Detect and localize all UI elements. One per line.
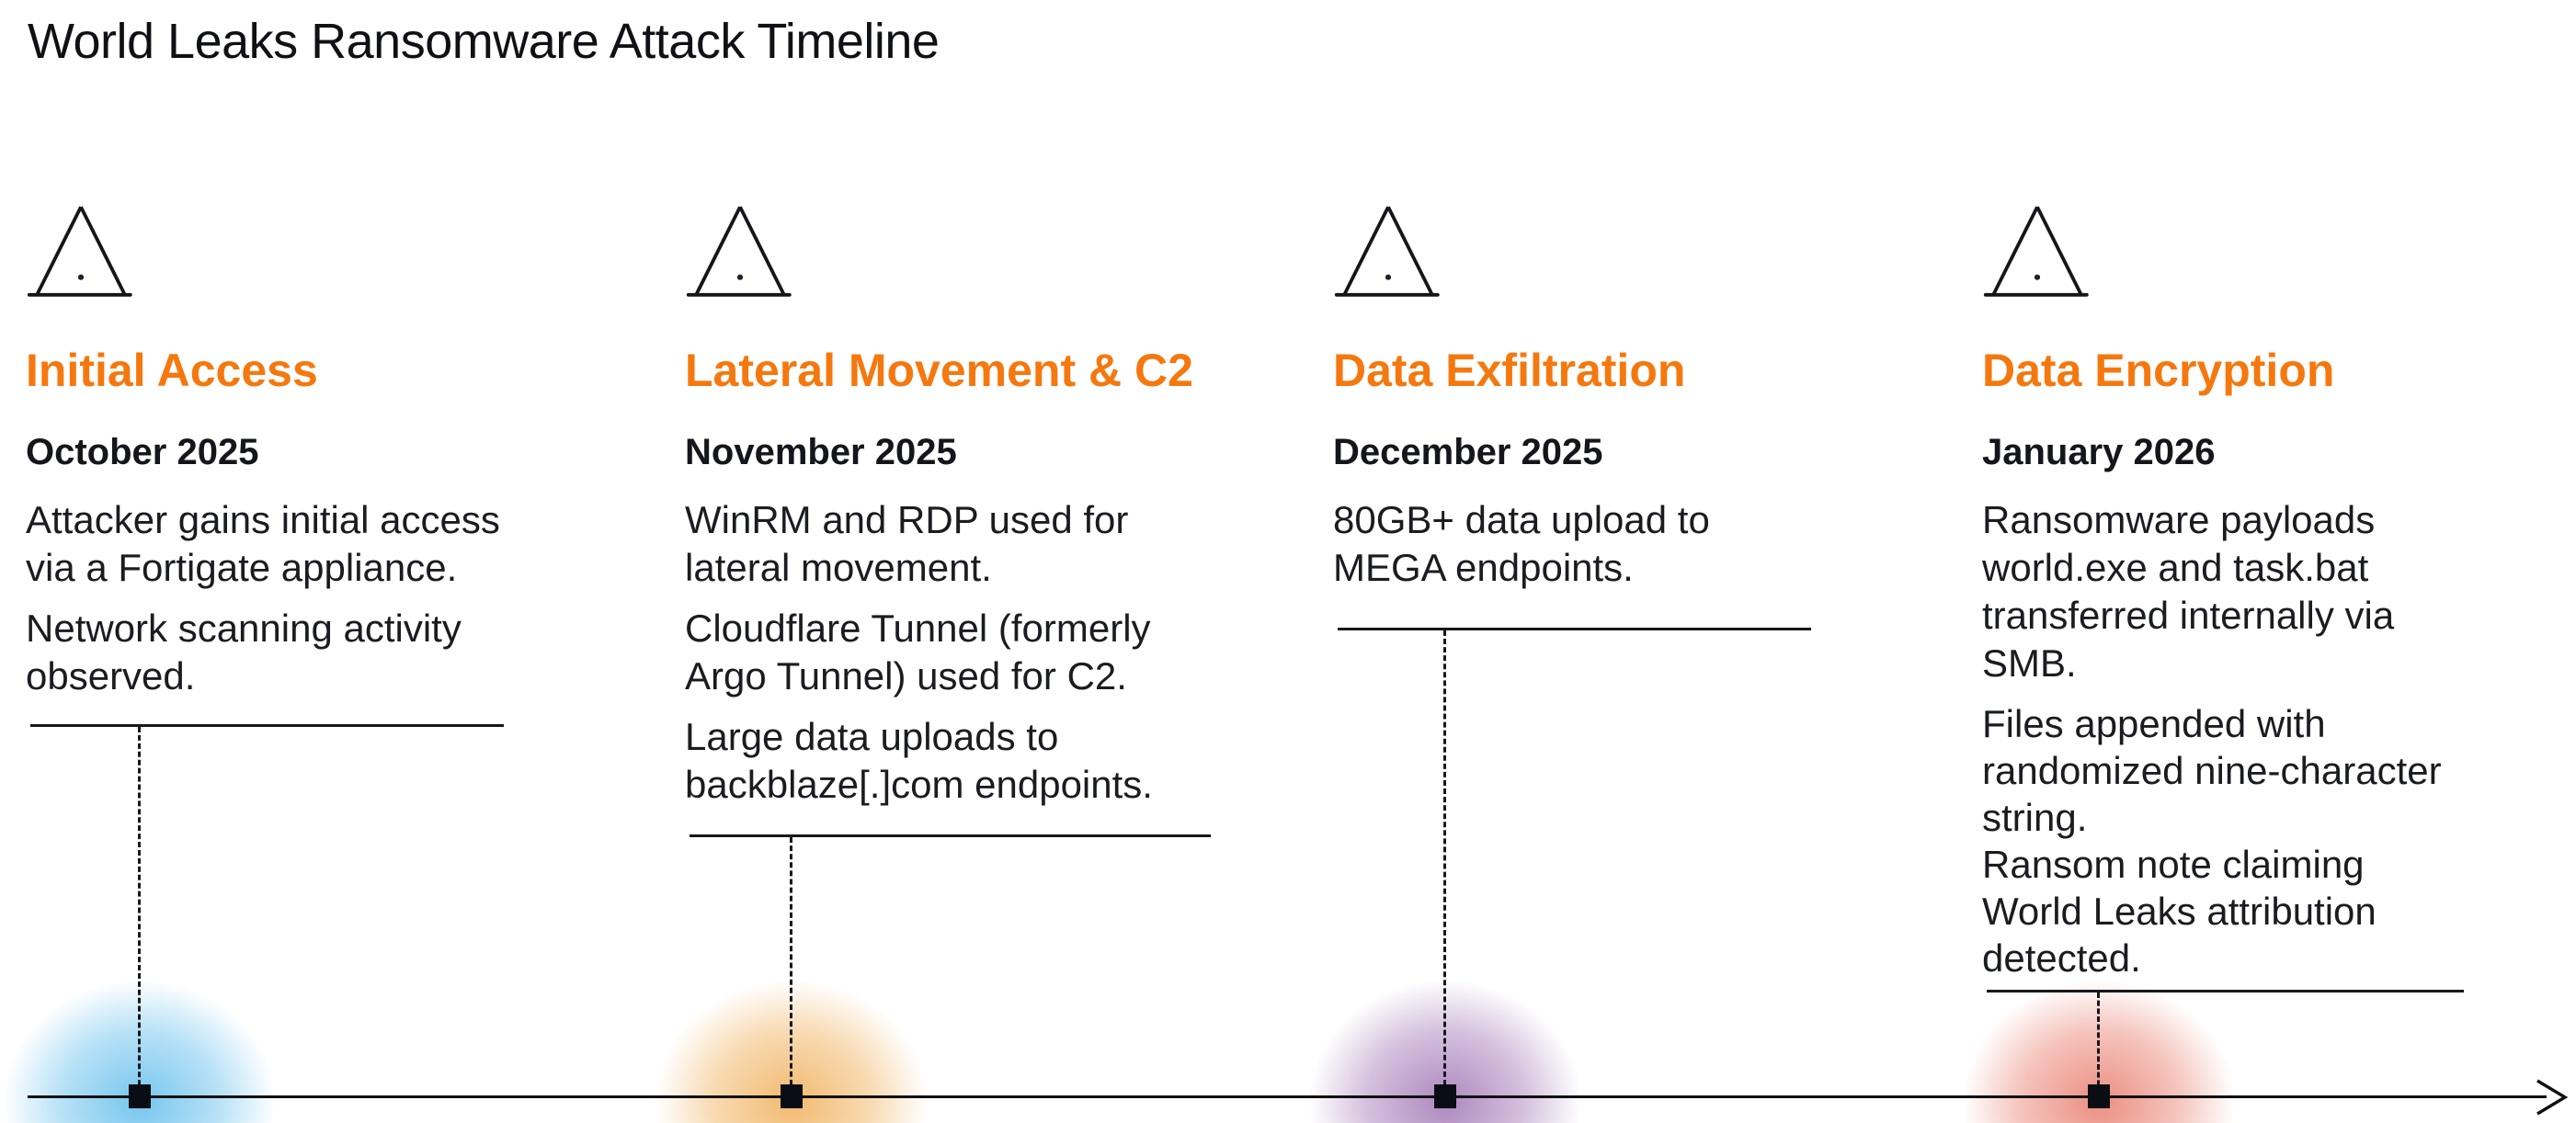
event-description: WinRM and RDP used for lateral movement.… [685,496,1211,809]
event-connector-rule [690,834,1211,837]
event-paragraph: Ransomware payloads world.exe and task.b… [1982,498,2395,685]
event-connector-dashed-line [2097,993,2100,1094]
event-description: 80GB+ data upload to MEGA endpoints. [1333,496,1811,592]
timeline-marker [2088,1084,2110,1108]
event-connector-rule [30,724,504,727]
event-paragraph: Attacker gains initial access via a Fort… [26,498,500,589]
event-date: December 2025 [1333,432,1603,472]
event-heading: Data Exfiltration [1333,345,1686,396]
event-paragraph: 80GB+ data upload to MEGA endpoints. [1333,498,1710,589]
event-connector-rule [1987,990,2464,993]
event-paragraph: Cloudflare Tunnel (formerly Argo Tunnel)… [685,607,1151,698]
timeline-event-3: Data Exfiltration December 2025 80GB+ da… [1333,200,1811,592]
timeline-arrowhead-icon [2536,1079,2569,1116]
event-description: Ransomware payloads world.exe and task.b… [1982,496,2464,981]
warning-triangle-icon [27,206,132,297]
event-connector-dashed-line [138,727,141,1094]
event-date: October 2025 [26,432,259,472]
event-paragraph: Files appended with randomized nine-char… [1982,702,2442,980]
timeline-axis [28,1095,2547,1098]
event-description: Attacker gains initial access via a Fort… [26,496,504,700]
timeline-marker [781,1084,803,1108]
event-connector-dashed-line [790,837,792,1094]
event-connector-rule [1338,628,1811,630]
timeline-marker [1434,1084,1456,1108]
timeline-event-1: Initial Access October 2025 Attacker gai… [26,200,504,700]
event-paragraph: Large data uploads to backblaze[.]com en… [685,715,1153,806]
event-paragraph: WinRM and RDP used for lateral movement. [685,498,1129,589]
event-heading: Data Encryption [1982,345,2335,396]
timeline-event-2: Lateral Movement & C2 November 2025 WinR… [685,200,1211,809]
warning-triangle-icon [1983,206,2089,297]
timeline-event-4: Data Encryption January 2026 Ransomware … [1982,200,2464,981]
event-connector-dashed-line [1443,630,1446,1094]
event-date: November 2025 [685,432,957,472]
warning-triangle-icon [1334,206,1440,297]
page-title: World Leaks Ransomware Attack Timeline [28,14,940,69]
warning-triangle-icon [686,206,792,297]
event-paragraph: Network scanning activity observed. [26,607,462,698]
event-heading: Initial Access [26,345,318,396]
event-date: January 2026 [1982,432,2216,472]
timeline-marker [129,1084,151,1108]
event-heading: Lateral Movement & C2 [685,345,1193,396]
